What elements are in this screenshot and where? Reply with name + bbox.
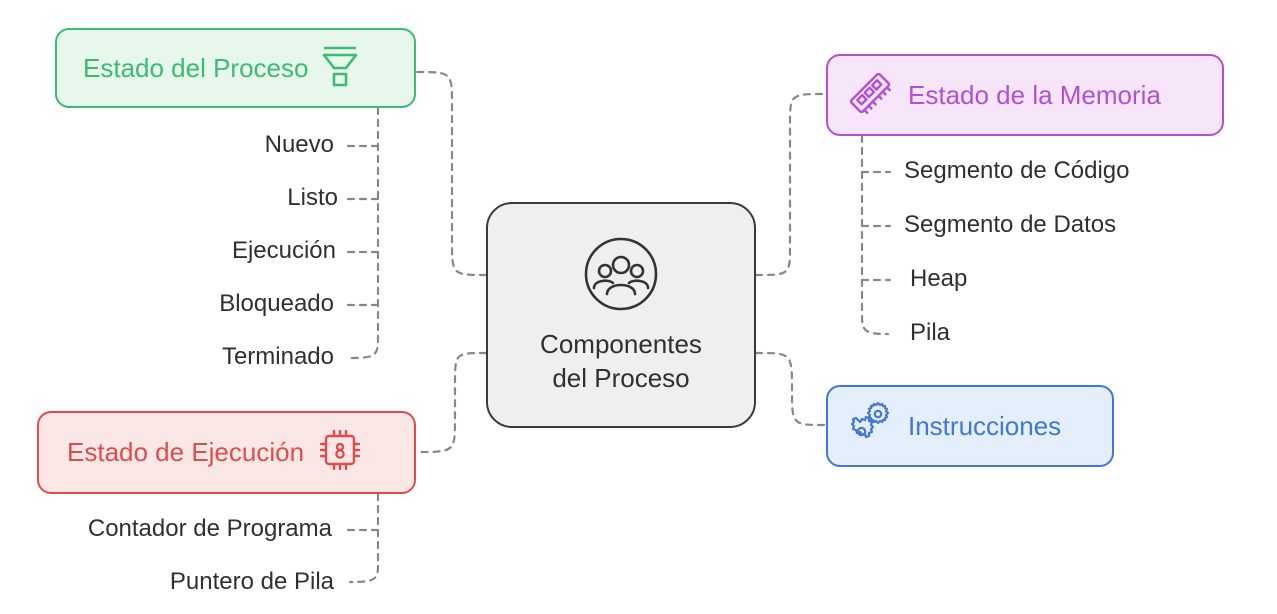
center-node[interactable]: Componentes del Proceso [486,202,756,428]
trunk-memory-state [860,134,890,336]
leaf-pila: Pila [910,319,951,346]
funnel-icon [322,44,358,93]
leaf-contador-programa: Contador de Programa [87,515,332,542]
node-memory-state-label: Estado de la Memoria [908,79,1161,110]
leaf-nuevo: Nuevo [264,131,334,158]
processor-chip-icon [319,429,361,475]
node-process-state-label: Estado del Proceso [83,52,309,83]
node-instructions[interactable]: Instrucciones [826,385,1114,467]
leaf-ejecucion: Ejecución [231,237,336,264]
leaf-segmento-datos: Segmento de Datos [904,211,1117,238]
connector-memory-state [754,92,828,277]
center-label-line2: del Proceso [552,362,690,393]
leaf-terminado: Terminado [221,343,334,370]
leaf-listo: Listo [287,184,338,211]
connector-process-state [414,70,488,277]
leaf-bloqueado: Bloqueado [219,290,334,317]
connector-instructions [754,351,828,427]
trunk-execution-state [348,492,380,584]
node-process-state[interactable]: Estado del Proceso [55,28,416,108]
node-execution-state-label: Estado de Ejecución [67,437,305,467]
leaf-puntero-pila: Puntero de Pila [169,568,334,595]
trunk-process-state [348,106,380,360]
node-execution-state[interactable]: Estado de Ejecución [37,411,416,494]
connector-execution-state [414,351,488,454]
leaf-heap: Heap [910,265,968,292]
node-instructions-label: Instrucciones [908,410,1062,441]
leaf-segmento-codigo: Segmento de Código [904,157,1130,184]
center-label-line1: Componentes [540,328,702,359]
gears-icon [846,401,892,451]
people-group-icon [583,236,659,317]
memory-chip-icon [848,71,892,120]
node-memory-state[interactable]: Estado de la Memoria [826,54,1224,136]
